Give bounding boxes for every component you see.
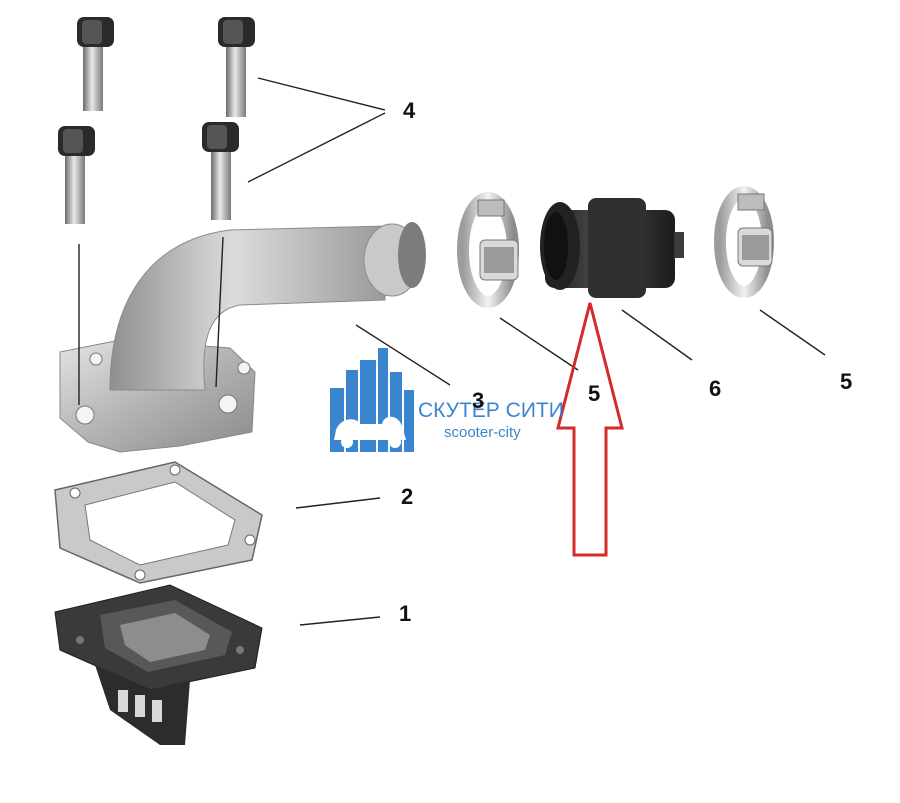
hose-clamp-left: [457, 192, 519, 308]
city-skyline-icon: [330, 348, 414, 452]
label-hose-clamp-left: 5: [588, 381, 600, 406]
leader-lines: [78, 77, 826, 626]
reed-valve: [54, 584, 263, 745]
watermark-logo: СКУТЕР СИТИ scooter-city: [330, 348, 564, 452]
gasket: [54, 461, 263, 584]
label-hose-clamp-right: 5: [840, 369, 852, 394]
bolt-top-left: [77, 17, 114, 111]
label-rubber-sleeve: 6: [709, 376, 721, 401]
label-bolts: 4: [403, 98, 416, 123]
bolt-top-right: [218, 17, 255, 117]
hose-clamp-right: [714, 186, 774, 298]
watermark-title: СКУТЕР СИТИ: [418, 399, 564, 422]
bolt-bottom-right: [202, 122, 239, 220]
bolt-bottom-left: [58, 126, 95, 224]
red-arrow: [556, 302, 624, 557]
rubber-sleeve: [540, 198, 684, 298]
label-intake-manifold: 3: [472, 388, 484, 413]
intake-manifold: [59, 222, 426, 453]
label-gasket: 2: [401, 484, 413, 509]
label-reed-valve: 1: [399, 601, 411, 626]
watermark-subtitle: scooter-city: [444, 424, 521, 441]
